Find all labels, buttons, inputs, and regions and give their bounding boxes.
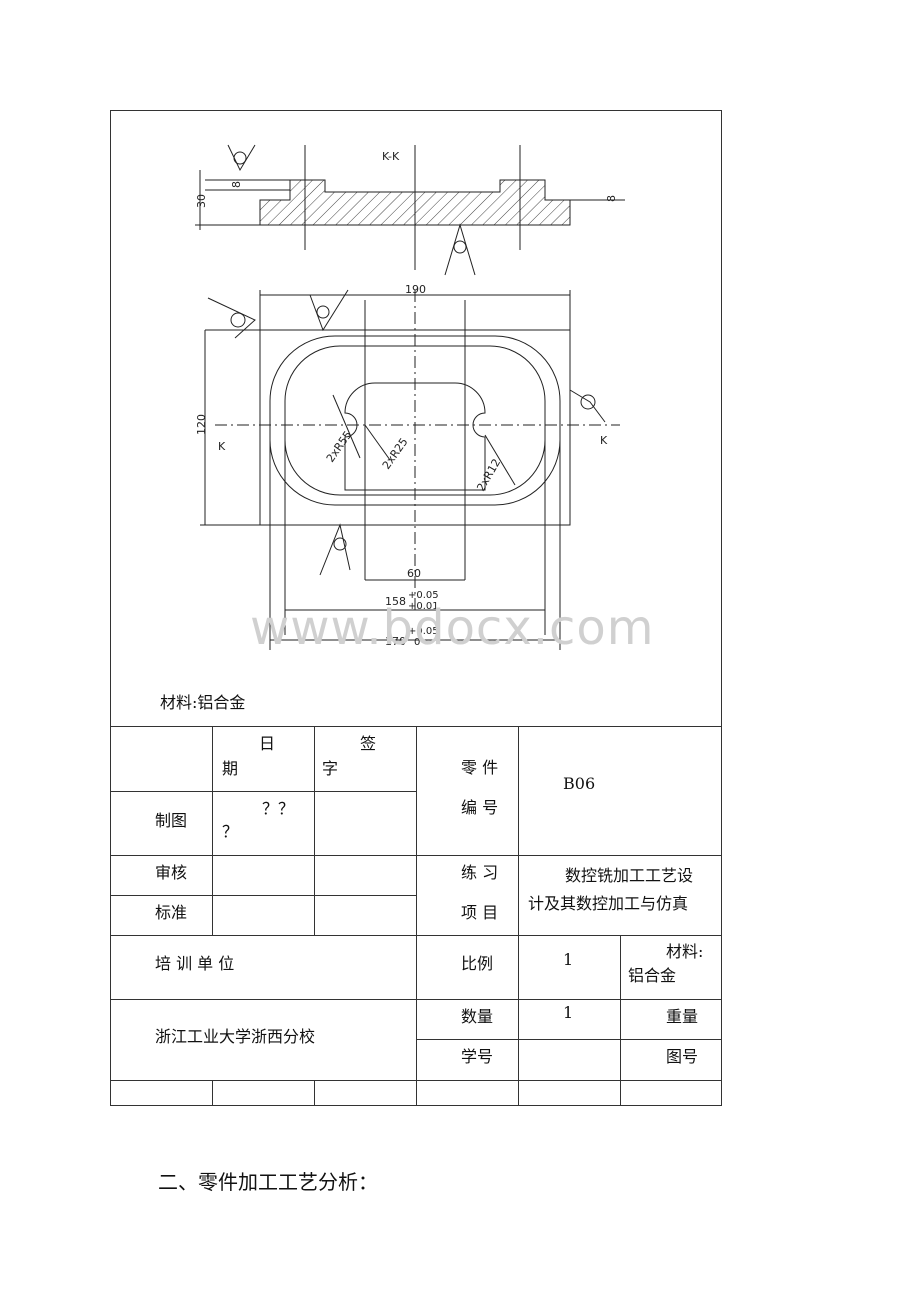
drawn-date-1: ？？ (262, 799, 295, 818)
inner-contour (284, 345, 546, 496)
section-label: K-K (382, 150, 400, 163)
section-heading: 二、零件加工工艺分析： (158, 1170, 378, 1194)
grid-line (620, 935, 621, 1106)
grid-line (212, 726, 213, 935)
project-label-2: 项 目 (461, 903, 499, 922)
project-label-1: 练 习 (461, 863, 499, 882)
material-label-2: 铝合金 (628, 966, 677, 985)
watermark: www.bdocx.com (250, 600, 655, 656)
grid-line (314, 1080, 315, 1106)
date-header-top: 日 (259, 734, 276, 753)
scale-label: 比例 (461, 954, 494, 973)
project-value-1: 数控铣加工工艺设 (565, 866, 694, 885)
part-no-label-2: 编 号 (461, 798, 499, 817)
drawn-by-label: 制图 (155, 811, 188, 830)
dim-190: 190 (405, 283, 426, 296)
dim-158-tol-lower: +0.01 (408, 601, 439, 612)
student-no-label: 学号 (461, 1047, 494, 1066)
sign-header-top: 签 (360, 734, 377, 753)
drawn-date-2: ？ (222, 822, 239, 841)
scale-value: 1 (563, 950, 574, 969)
dim-170-tol-lower: 0 (414, 637, 420, 648)
dim-120: 120 (195, 414, 208, 435)
part-no-label-1: 零 件 (461, 758, 499, 777)
grid-line (518, 726, 519, 1106)
training-unit-label: 培 训 单 位 (155, 954, 235, 973)
training-unit-value: 浙江工业大学浙西分校 (155, 1027, 316, 1046)
outer-contour (269, 335, 561, 506)
part-no-value: B06 (563, 774, 596, 793)
standard-label: 标准 (155, 903, 188, 922)
grid-line (416, 1039, 722, 1040)
dim-158: 158 (385, 595, 406, 608)
dim-r12: 2xR12 (474, 457, 503, 494)
dim-170-tol-upper: +0.05 (408, 626, 439, 637)
grid-line (110, 895, 416, 896)
dim-r55: 2xR55 (324, 428, 355, 464)
quantity-value: 1 (563, 1003, 574, 1022)
technical-drawing: K-K 190 120 30 8 8 K K 2xR55 2xR25 2xR12… (195, 144, 625, 650)
dim-r25: 2xR25 (380, 435, 411, 471)
grid-line (416, 726, 417, 1106)
quantity-label: 数量 (461, 1007, 494, 1026)
section-mark-right: K (600, 434, 608, 447)
section-mark-left: K (218, 440, 226, 453)
grid-line (110, 791, 416, 792)
weight-label: 重量 (666, 1007, 699, 1026)
drawing-no-label: 图号 (666, 1047, 699, 1066)
project-value-2: 计及其数控加工与仿真 (528, 894, 689, 913)
dim-30: 30 (195, 194, 208, 208)
dim-158-tol-upper: +0.05 (408, 590, 439, 601)
dim-60: 60 (407, 567, 421, 580)
dim-8-right: 8 (605, 195, 618, 202)
checked-label: 审核 (155, 863, 188, 882)
pocket (344, 382, 486, 491)
sign-header-bottom: 字 (322, 759, 339, 778)
dim-170: 170 (385, 635, 406, 648)
material-label-1: 材料: (666, 942, 704, 961)
date-header-bottom: 期 (222, 759, 239, 778)
dim-8-left: 8 (230, 181, 243, 188)
grid-line (314, 726, 315, 935)
material-note: 材料:铝合金 (160, 693, 246, 712)
grid-line (212, 1080, 213, 1106)
